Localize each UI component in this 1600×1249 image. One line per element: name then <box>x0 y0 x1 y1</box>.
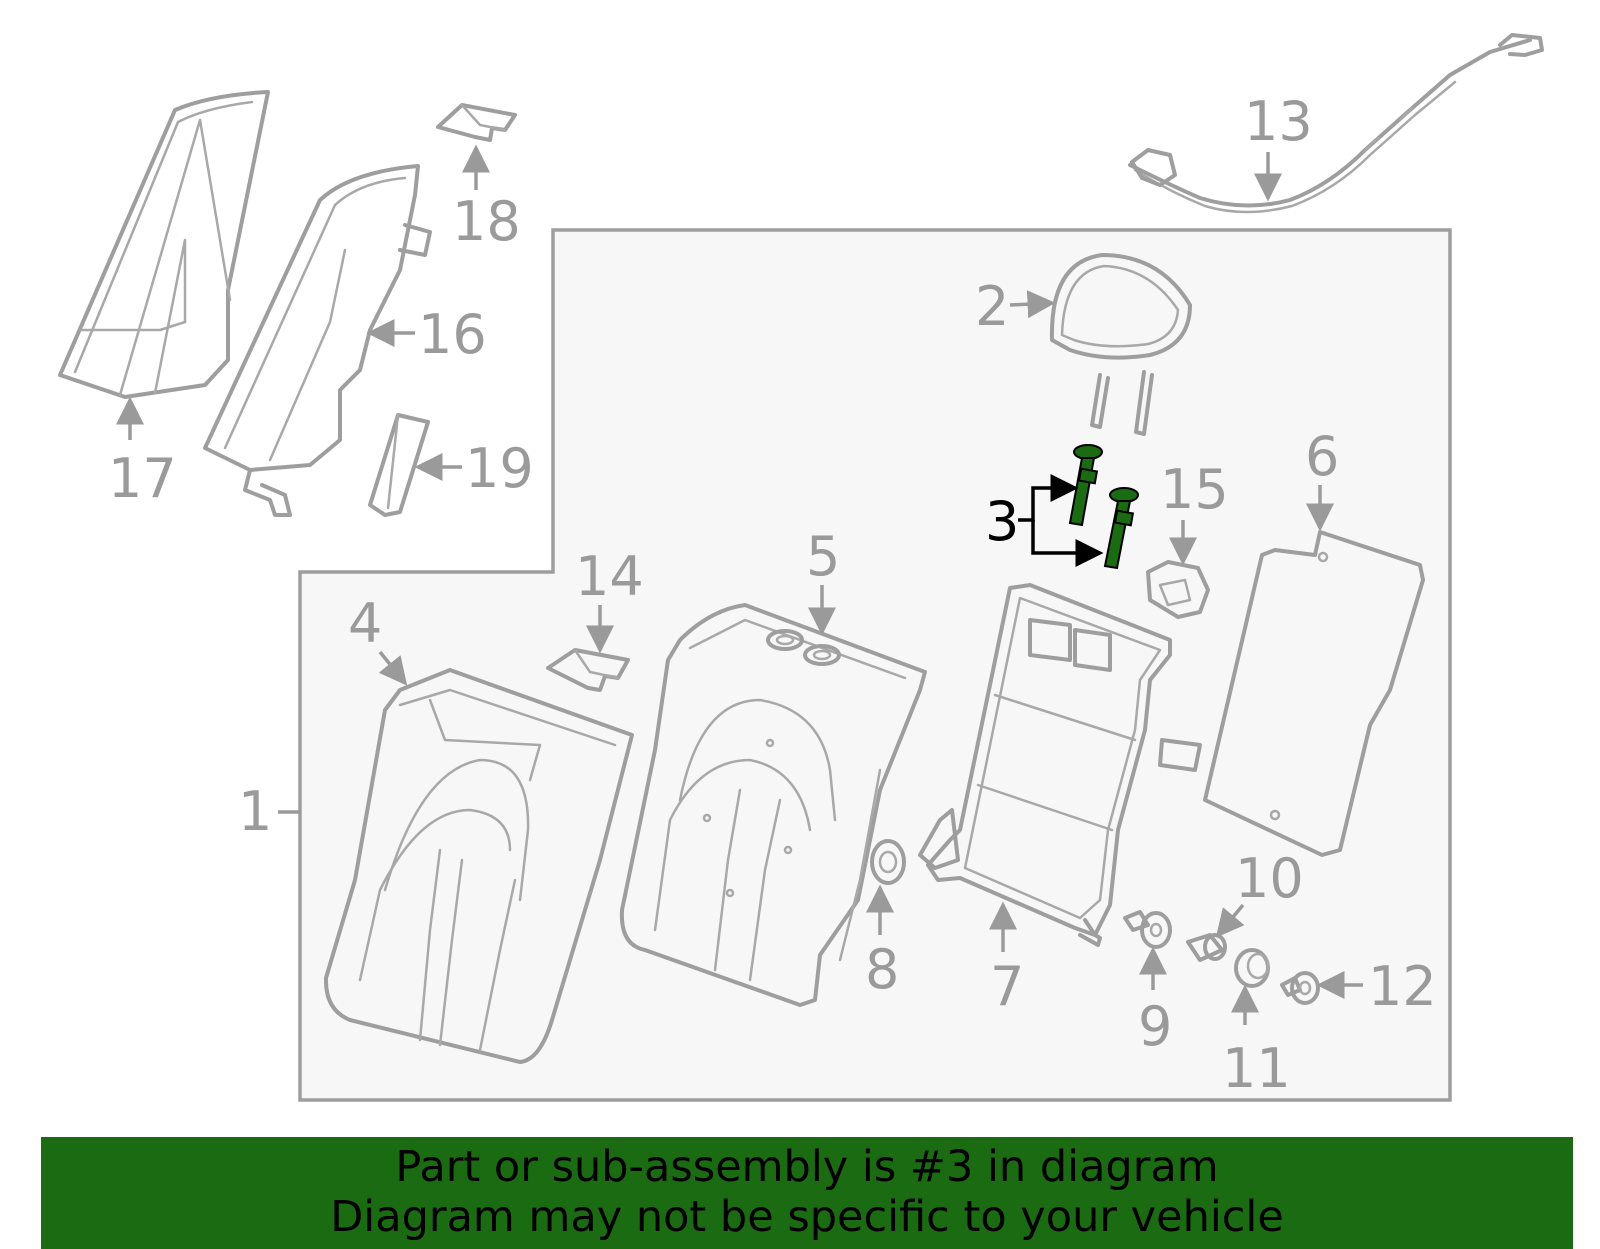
callout-16: 16 <box>418 303 487 366</box>
callout-5: 5 <box>806 525 840 588</box>
callout-17: 17 <box>108 447 177 510</box>
callout-12: 12 <box>1368 955 1437 1018</box>
part-14-cap <box>546 648 630 692</box>
callout-19: 19 <box>465 437 534 500</box>
callout-6: 6 <box>1305 425 1339 488</box>
part-19-trim <box>368 413 430 517</box>
callout-13: 13 <box>1244 90 1313 153</box>
callout-2: 2 <box>975 275 1009 338</box>
part-4-seat-cushion <box>323 668 634 1064</box>
callout-9: 9 <box>1138 995 1172 1058</box>
callout-7: 7 <box>990 955 1024 1018</box>
parts-diagram: 1 2 3 4 5 6 7 8 9 10 11 12 13 14 15 16 1… <box>58 33 1544 1102</box>
part-17-side-bolster <box>58 90 270 399</box>
part-2-headrest <box>1049 253 1192 436</box>
assembly-box <box>298 228 1452 1102</box>
callout-10: 10 <box>1235 847 1304 910</box>
info-banner: Part or sub-assembly is #3 in diagram Di… <box>41 1137 1573 1249</box>
banner-line-1: Part or sub-assembly is #3 in diagram <box>395 1142 1219 1192</box>
part-3-headrest-guides <box>1068 444 1139 570</box>
part-6-back-panel <box>1203 530 1425 857</box>
callout-14: 14 <box>575 545 644 608</box>
part-18-cap <box>436 103 517 142</box>
callout-8: 8 <box>865 938 899 1001</box>
callout-4: 4 <box>348 592 382 655</box>
callout-3: 3 <box>985 490 1019 553</box>
part-16-side-bolster <box>203 164 432 517</box>
part-7-seatback-frame <box>918 583 1202 947</box>
callout-15: 15 <box>1160 458 1229 521</box>
callout-1: 1 <box>238 780 272 843</box>
part-10-spacer <box>1186 933 1227 962</box>
callout-11: 11 <box>1222 1037 1291 1100</box>
leader-lines <box>116 144 1363 1025</box>
part-13-cable <box>1128 33 1544 214</box>
part-5-seatback-pad <box>619 603 927 1007</box>
banner-line-2: Diagram may not be specific to your vehi… <box>330 1192 1284 1242</box>
part-8-grommet <box>870 839 906 885</box>
callout-18: 18 <box>452 190 521 253</box>
